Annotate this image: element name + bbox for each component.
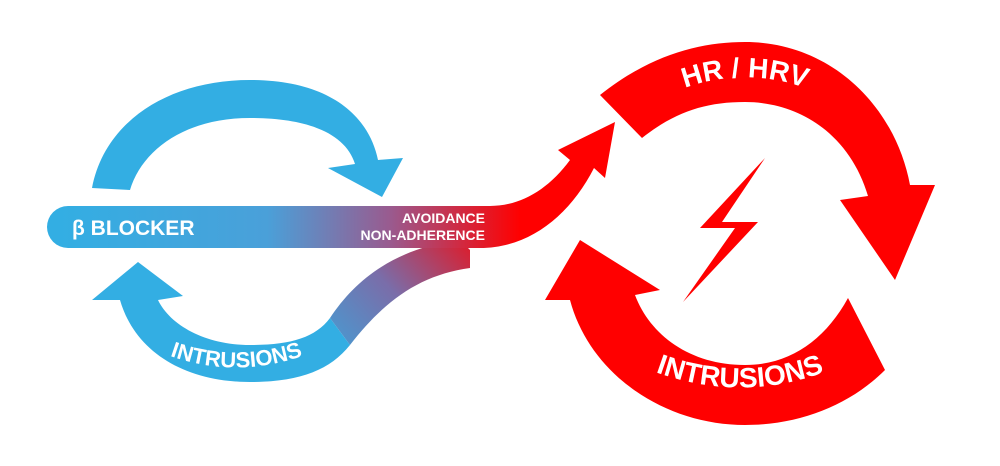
right-top-arrow xyxy=(600,42,935,280)
lightning-bolt-icon xyxy=(683,158,765,302)
avoidance-label: AVOIDANCE xyxy=(402,210,485,226)
transition-curve xyxy=(330,240,470,345)
beta-blocker-bar: β BLOCKER AVOIDANCE NON-ADHERENCE xyxy=(47,122,615,248)
right-bottom-arrow xyxy=(545,240,885,425)
svg-text:HR / HRV: HR / HRV xyxy=(191,10,300,47)
left-cycle: HR / HRV INTRUSIONS xyxy=(92,10,403,382)
left-top-arrow xyxy=(92,80,403,197)
left-bottom-arrow xyxy=(92,262,350,382)
beta-blocker-label: β BLOCKER xyxy=(72,217,194,240)
left-top-label: HR / HRV xyxy=(191,10,300,47)
bar-shape xyxy=(47,122,615,248)
right-cycle: HR / HRV INTRUSIONS xyxy=(545,42,935,425)
non-adherence-label: NON-ADHERENCE xyxy=(361,227,485,243)
